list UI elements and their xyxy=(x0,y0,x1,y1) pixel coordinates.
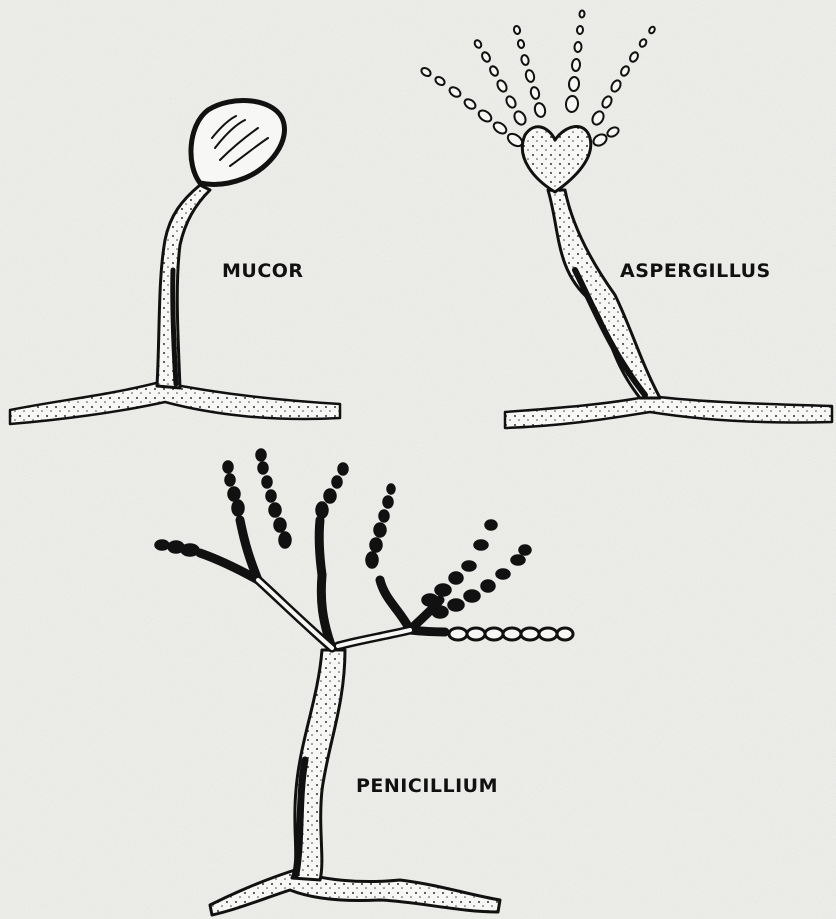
mucor-label: MUCOR xyxy=(222,260,304,282)
aspergillus-label: ASPERGILLUS xyxy=(620,260,771,282)
penicillium-label: PENICILLIUM xyxy=(356,775,498,797)
penicillium-outline-chain xyxy=(449,628,573,640)
